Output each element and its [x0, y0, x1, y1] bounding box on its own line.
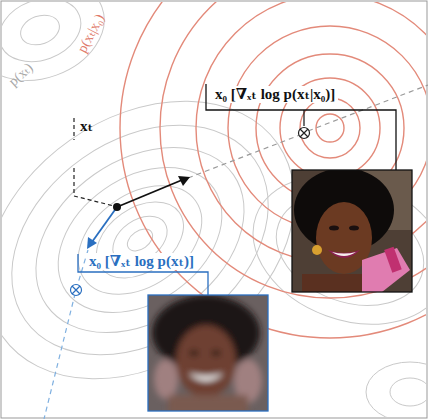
leader-line	[303, 110, 304, 126]
arrow-head	[87, 237, 97, 249]
conditional-contours	[120, 2, 426, 338]
score-label: x₀ [∇ₓₜ log p(xₜ)]	[86, 253, 197, 270]
xt-point	[113, 203, 121, 211]
target-marker	[71, 285, 82, 296]
arrow-head	[178, 176, 190, 186]
guide-line	[44, 250, 88, 419]
target-marker	[299, 128, 310, 139]
blurry-photo	[148, 295, 268, 415]
sharp-photo	[292, 168, 412, 292]
conditional-density-label: p(xₜ|x₀)	[74, 12, 107, 56]
conditional-score-label: x₀ [∇ₓₜ log p(xₜ|x₀)]	[212, 86, 338, 103]
density-label: p(xₜ)	[6, 60, 36, 89]
point-label: xₜ	[80, 118, 93, 135]
label-frame	[78, 254, 208, 295]
conditional-score-arrow	[117, 180, 182, 207]
label-frame	[206, 84, 396, 170]
xt-bracket	[74, 118, 114, 206]
score-arrow	[92, 207, 117, 242]
guide-line	[188, 85, 428, 178]
